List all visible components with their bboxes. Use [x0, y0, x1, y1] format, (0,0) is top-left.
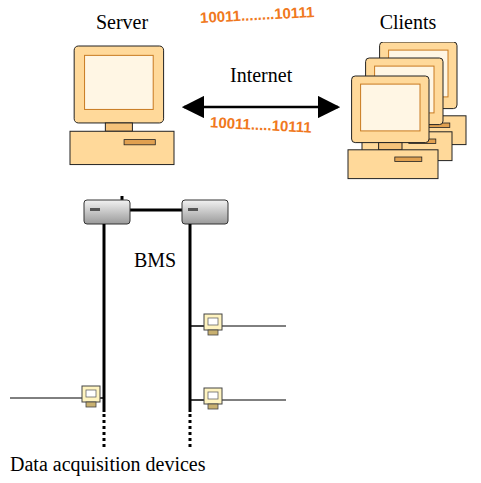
client-computers	[340, 42, 476, 202]
binary-stream: 10011.....10111	[210, 113, 313, 136]
caption-label: Data acquisition devices	[10, 452, 206, 476]
internet-link	[184, 106, 338, 109]
device-right-lower	[190, 388, 286, 409]
server-computer	[62, 42, 182, 202]
edge-label: Internet	[230, 63, 292, 87]
hub-left	[84, 200, 130, 224]
hub-right	[182, 200, 228, 224]
node-label: Clients	[340, 10, 476, 34]
device-left	[10, 386, 104, 407]
device-right-upper	[190, 314, 286, 335]
hub-link	[128, 209, 184, 212]
binary-stream: 10011........10111	[200, 3, 315, 27]
bus-label: BMS	[134, 248, 176, 272]
bus-left	[103, 224, 106, 412]
bus-left-continues	[103, 414, 106, 450]
bus-right	[189, 224, 192, 412]
node-label: Server	[62, 10, 182, 34]
bus-right-continues	[189, 414, 192, 450]
clients-node: Clients	[340, 10, 476, 196]
server-node: Server	[62, 10, 182, 198]
